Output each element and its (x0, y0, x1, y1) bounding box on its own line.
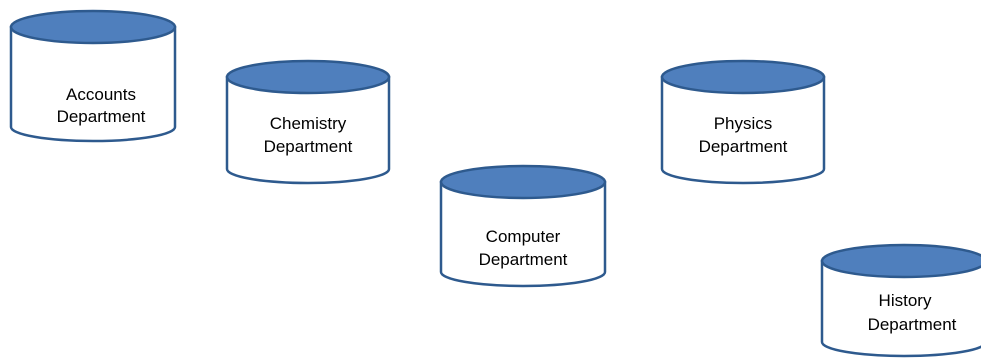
database-cylinder-computer: Computer Department (439, 164, 607, 288)
node-label-line1: Physics (714, 114, 773, 133)
database-cylinder-body (439, 180, 607, 288)
node-label-line1: Chemistry (270, 114, 347, 133)
database-cylinder-top (9, 9, 177, 45)
node-label-line2: Department (479, 250, 568, 269)
node-label-line2: Department (264, 137, 353, 156)
node-label-line1: History (879, 291, 932, 310)
database-cylinder-history: History Department (820, 243, 981, 358)
database-cylinder-chemistry: Chemistry Department (225, 59, 391, 185)
node-label-line2: Department (57, 107, 146, 126)
node-label-line2: Department (699, 137, 788, 156)
database-cylinder-body (225, 75, 391, 185)
node-label-line1: Accounts (66, 85, 136, 104)
database-cylinder-accounts: Accounts Department (9, 9, 177, 143)
database-cylinder-top (820, 243, 981, 279)
database-cylinder-body (660, 75, 826, 185)
database-cylinder-top (225, 59, 391, 95)
database-cylinder-physics: Physics Department (660, 59, 826, 185)
node-label-line1: Computer (486, 227, 561, 246)
database-cylinder-top (439, 164, 607, 200)
database-cylinder-top (660, 59, 826, 95)
database-cylinder-body (9, 25, 177, 143)
database-cylinder-body (820, 259, 981, 358)
node-label-line2: Department (868, 315, 957, 334)
